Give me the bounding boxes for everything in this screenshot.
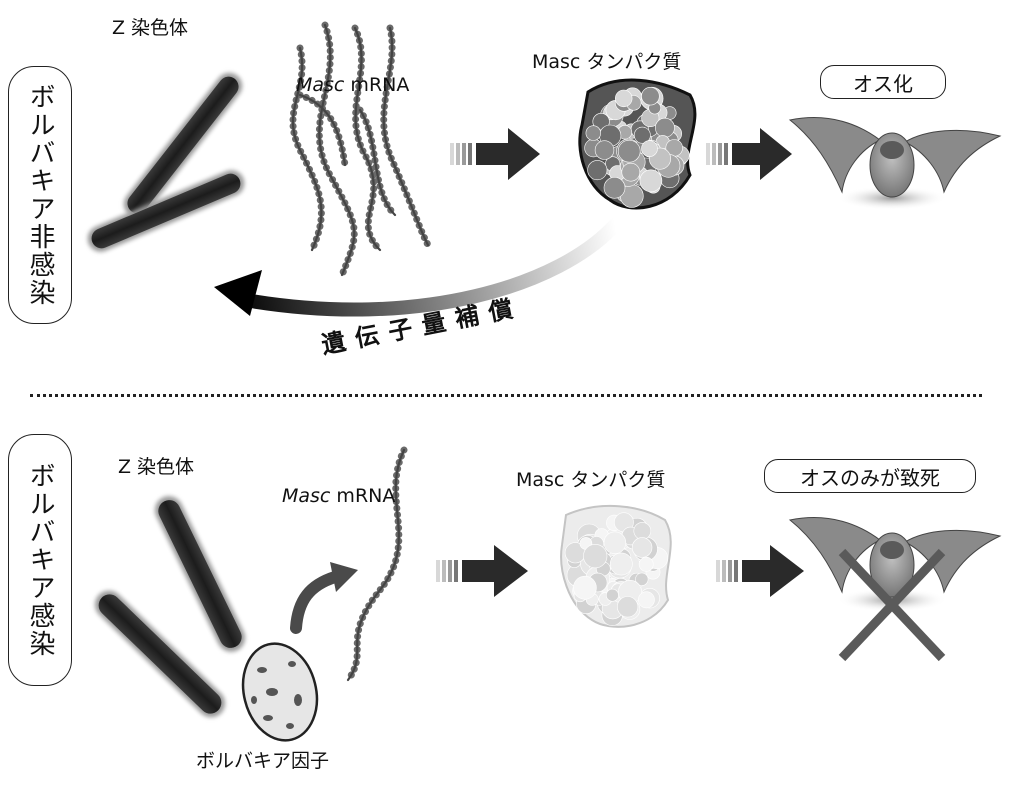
bottom-outcome-badge: オスのみが致死 bbox=[764, 459, 976, 493]
panel-divider bbox=[30, 394, 982, 397]
protein-texture-bubble bbox=[583, 543, 608, 569]
protein-texture-bubble bbox=[594, 140, 615, 160]
protein-texture-bubble bbox=[641, 140, 658, 157]
protein-texture-bubble bbox=[603, 531, 627, 554]
top-male-moth bbox=[788, 117, 1002, 210]
protein-texture-bubble bbox=[638, 556, 654, 572]
bottom-arrow-translation bbox=[436, 545, 528, 597]
protein-texture-bubble bbox=[639, 169, 663, 193]
protein-texture-bubble bbox=[603, 177, 626, 199]
protein-texture-bubble bbox=[633, 522, 652, 540]
protein-texture-bubble bbox=[585, 125, 601, 141]
top-side-label: ボルバキア非感染 bbox=[8, 66, 72, 324]
wolbachia-factor-label: ボルバキア因子 bbox=[196, 750, 330, 772]
protein-texture-bubble bbox=[587, 160, 608, 181]
top-outcome-badge: オス化 bbox=[820, 65, 946, 99]
wolbachia-factor-arrow bbox=[290, 562, 358, 634]
top-mrna-label: Masc mRNA bbox=[296, 74, 410, 96]
protein-texture-bubble bbox=[616, 596, 639, 618]
protein-texture-bubble bbox=[606, 588, 619, 602]
protein-texture-bubble bbox=[614, 89, 633, 108]
top-z-chromosome-1 bbox=[123, 72, 243, 218]
protein-texture-bubble bbox=[633, 126, 651, 144]
protein-texture-bubble bbox=[641, 86, 660, 106]
protein-texture-bubble bbox=[617, 139, 641, 163]
bottom-mrna-label: Masc mRNA bbox=[282, 485, 396, 507]
top-masc-protein bbox=[578, 78, 697, 210]
bottom-masc-mrna-strand bbox=[344, 446, 408, 684]
bottom-z-chromosome-2 bbox=[94, 590, 226, 718]
dosage-compensation-arrow bbox=[214, 218, 622, 317]
bottom-side-label: ボルバキア感染 bbox=[8, 434, 72, 686]
protein-texture-bubble bbox=[655, 117, 675, 138]
protein-texture-bubble bbox=[621, 162, 641, 182]
bottom-masc-protein bbox=[560, 505, 672, 628]
protein-texture-bubble bbox=[631, 537, 653, 558]
bottom-arrow-to-outcome bbox=[716, 545, 804, 597]
bottom-male-moth bbox=[788, 517, 1002, 612]
top-arrow-translation bbox=[450, 128, 540, 180]
bottom-z-chromosome-1 bbox=[154, 496, 246, 652]
lethal-cross-icon bbox=[838, 548, 946, 662]
top-arrow-to-outcome bbox=[706, 128, 792, 180]
wolbachia-factor-cell bbox=[241, 642, 319, 742]
bottom-protein-label: Masc タンパク質 bbox=[516, 469, 666, 491]
protein-texture-bubble bbox=[573, 575, 597, 600]
protein-texture-bubble bbox=[609, 552, 633, 576]
top-protein-label: Masc タンパク質 bbox=[532, 51, 682, 73]
top-masc-mrna-strands-core bbox=[291, 23, 430, 277]
top-chromosome-label: Z 染色体 bbox=[112, 17, 189, 39]
top-z-chromosome-2 bbox=[87, 170, 245, 252]
protein-texture-bubble bbox=[635, 572, 649, 586]
bottom-chromosome-label: Z 染色体 bbox=[118, 456, 195, 478]
protein-texture-bubble bbox=[638, 591, 655, 609]
